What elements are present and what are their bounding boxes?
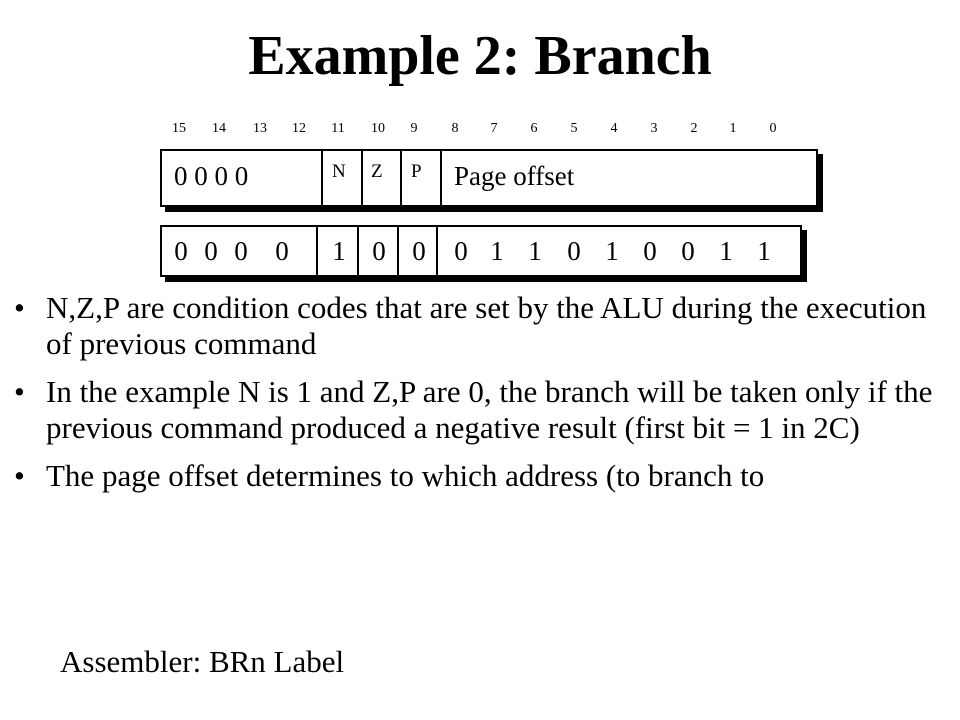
field-divider	[316, 227, 318, 275]
n-flag-field: N	[332, 161, 346, 182]
bit-value: 0	[643, 236, 657, 266]
bit-value: 0	[234, 236, 248, 266]
bit-value: 0	[454, 236, 468, 266]
field-divider	[436, 227, 438, 275]
bullet-text: N,Z,P are condition codes that are set b…	[46, 290, 927, 361]
bit-number: 12	[292, 121, 306, 136]
opcode-field: 0 0 0 0	[174, 161, 249, 191]
example-instruction-box: 0 0 0 0 1 0 0 0 1 1 0 1 0 0 1 1	[160, 225, 802, 277]
bit-number: 7	[490, 121, 498, 136]
bullet-item: • N,Z,P are condition codes that are set…	[14, 290, 944, 362]
bit-value: 1	[490, 236, 504, 266]
bit-value: 0	[372, 236, 386, 266]
bit-number: 0	[769, 121, 777, 136]
bit-number: 15	[172, 121, 186, 136]
field-divider	[400, 151, 402, 205]
field-divider	[397, 227, 399, 275]
field-divider	[357, 227, 359, 275]
bit-number: 5	[570, 121, 578, 136]
bullet-list: • N,Z,P are condition codes that are set…	[14, 290, 944, 506]
field-divider	[361, 151, 363, 205]
bit-value: 0	[681, 236, 695, 266]
instruction-format-box: 0 0 0 0 N Z P Page offset	[160, 149, 818, 207]
bullet-text: In the example N is 1 and Z,P are 0, the…	[46, 374, 933, 445]
bullet-marker: •	[14, 290, 25, 325]
bullet-item: • In the example N is 1 and Z,P are 0, t…	[14, 374, 944, 446]
bit-number-row: 15 14 13 12 11 10 9 8 7 6 5 4 3 2 1 0	[0, 121, 960, 139]
field-divider	[321, 151, 323, 205]
bit-value: 0	[204, 236, 218, 266]
slide-title: Example 2: Branch	[248, 25, 712, 87]
bit-number: 3	[650, 121, 658, 136]
bit-number: 1	[729, 121, 737, 136]
page-offset-field: Page offset	[454, 161, 575, 191]
bit-value: 0	[567, 236, 581, 266]
p-flag-field: P	[411, 161, 422, 182]
bullet-text: The page offset determines to which addr…	[46, 458, 765, 493]
bit-number: 8	[451, 121, 459, 136]
bit-number: 11	[331, 121, 345, 136]
bit-number: 6	[530, 121, 538, 136]
bullet-marker: •	[14, 458, 25, 493]
bit-value: 0	[275, 236, 289, 266]
bit-number: 13	[253, 121, 267, 136]
bit-value: 1	[757, 236, 771, 266]
bit-value: 1	[605, 236, 619, 266]
bit-value: 0	[412, 236, 426, 266]
bullet-marker: •	[14, 374, 25, 409]
bit-number: 14	[212, 121, 226, 136]
bullet-item: • The page offset determines to which ad…	[14, 458, 944, 494]
bit-number: 9	[410, 121, 418, 136]
z-flag-field: Z	[371, 161, 383, 182]
bit-value: 0	[174, 236, 188, 266]
assembler-note: Assembler: BRn Label	[60, 644, 345, 679]
example-bit-values: 0 0 0 0 1 0 0 0 1 1 0 1 0 0 1 1	[162, 227, 800, 275]
bit-value: 1	[332, 236, 346, 266]
bit-value: 1	[719, 236, 733, 266]
bit-number: 10	[371, 121, 385, 136]
bit-value: 1	[528, 236, 542, 266]
bit-number: 4	[610, 121, 618, 136]
bit-number: 2	[690, 121, 698, 136]
field-divider	[440, 151, 442, 205]
